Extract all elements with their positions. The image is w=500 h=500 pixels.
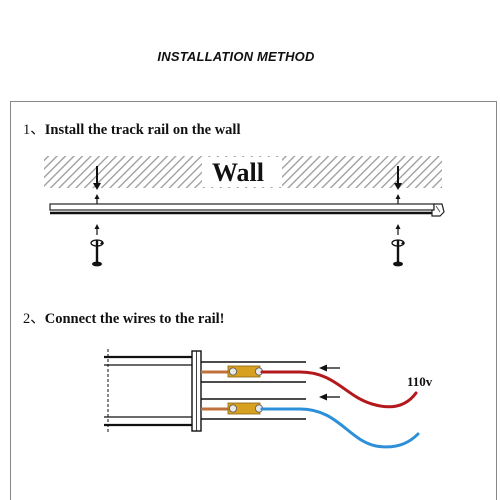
step-1-number: 1、	[23, 122, 45, 138]
wall-label-backdrop	[202, 157, 282, 187]
step-2-caption: 2、Connect the wires to the rail!	[23, 307, 225, 328]
instruction-frame	[10, 101, 497, 500]
wall-screw-right	[394, 166, 402, 190]
track-rail	[49, 203, 445, 217]
page-title: INSTALLATION METHOD	[157, 49, 315, 64]
arrow-left-icon-bottom	[319, 393, 340, 401]
wall-section: Wall	[44, 156, 442, 188]
screw-icon-left	[90, 239, 104, 267]
arrow-left-icon-top	[319, 364, 340, 372]
wall-screw-left	[93, 166, 101, 190]
step-1-caption: 1、Install the track rail on the wall	[23, 118, 241, 139]
rail-arrow-left	[94, 194, 100, 204]
voltage-label: 110v	[407, 374, 433, 389]
wire-red	[260, 370, 418, 409]
rail-profile	[104, 349, 306, 432]
step-2-text: Connect the wires to the rail!	[44, 311, 225, 327]
wall-label: Wall	[212, 158, 264, 187]
rail-arrow-right	[395, 194, 401, 204]
wire-blue	[260, 407, 420, 449]
mount-arrow-right	[395, 224, 401, 235]
step-1-text: Install the track rail on the wall	[44, 122, 241, 138]
mount-arrow-left	[94, 224, 100, 235]
step-2-number: 2、	[23, 311, 45, 327]
screw-icon-right	[391, 239, 405, 267]
